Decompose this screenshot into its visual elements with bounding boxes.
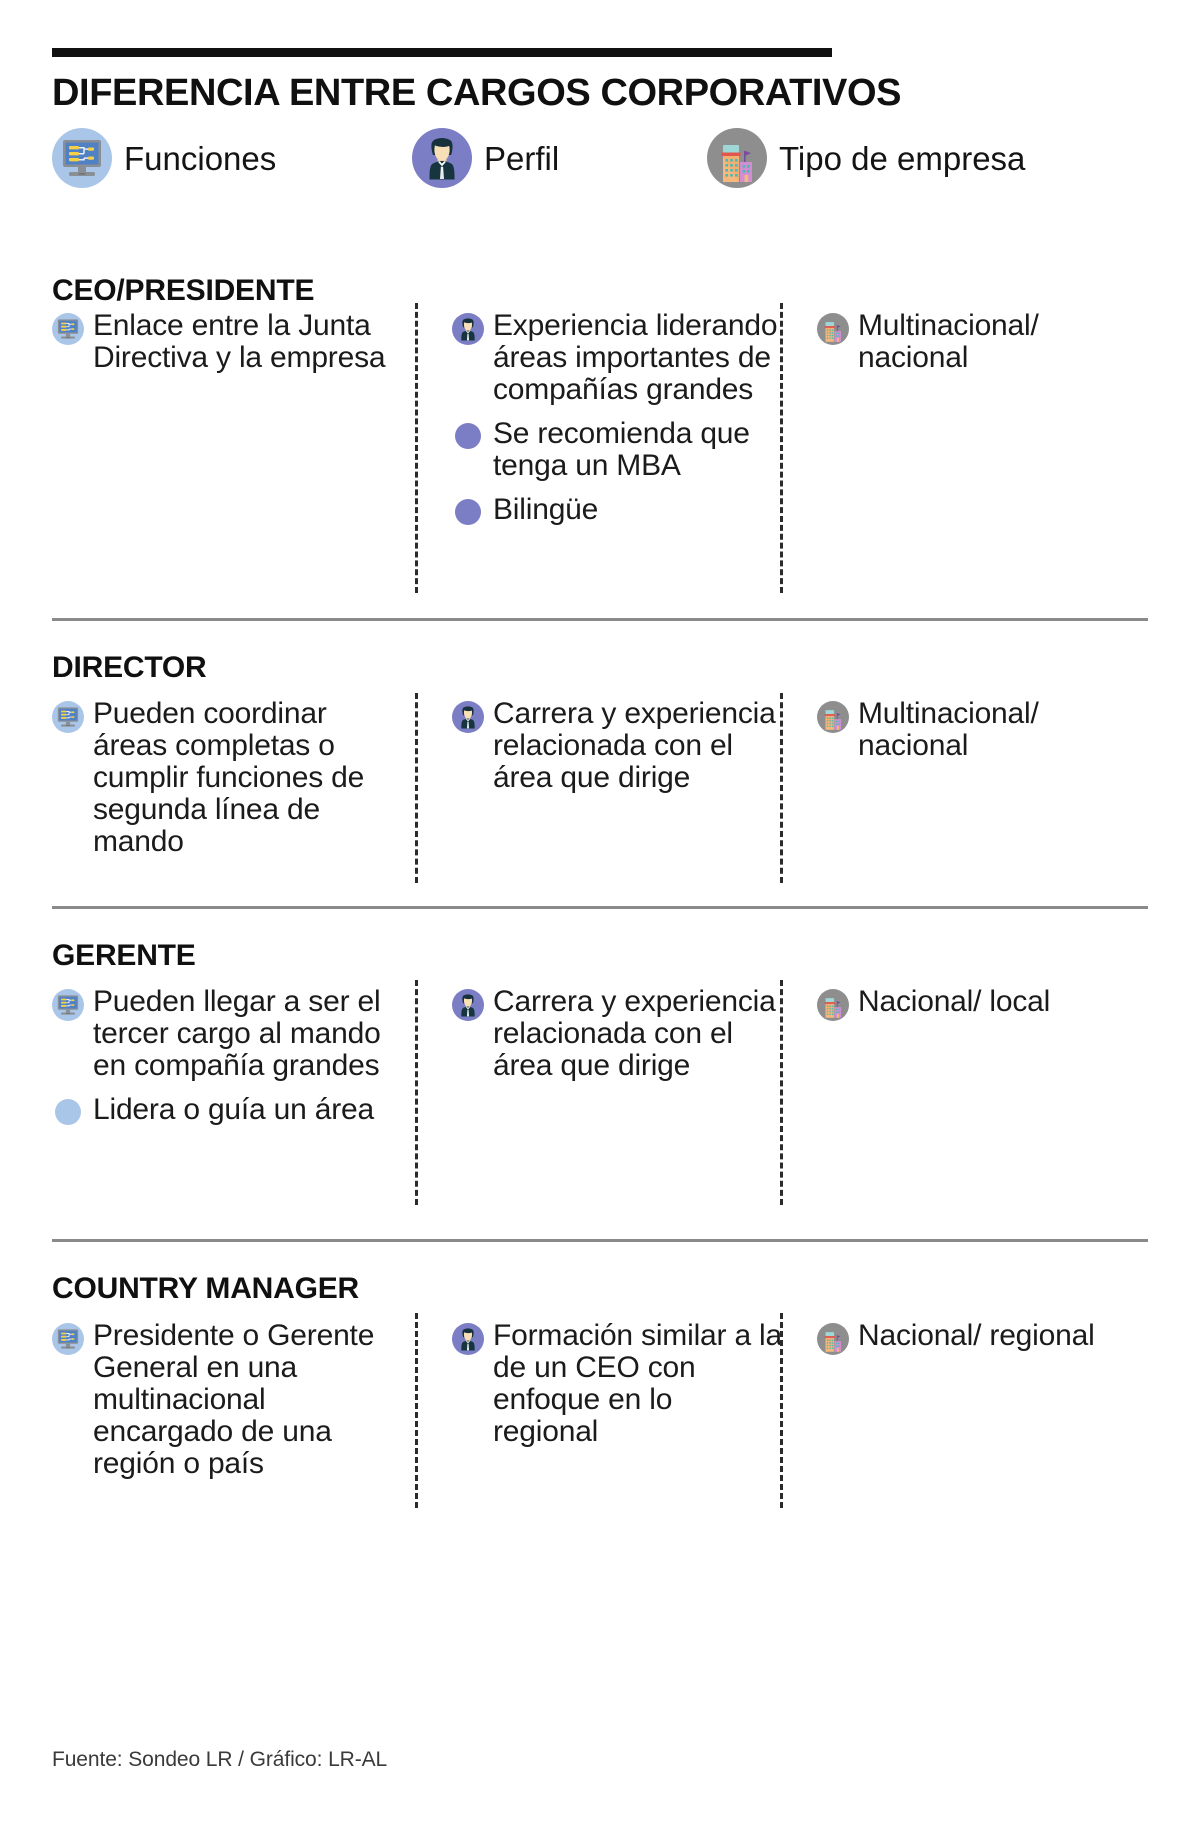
buildings-icon <box>817 989 849 1021</box>
section-columns: Pueden coordinar áreas completas o cumpl… <box>52 697 1148 858</box>
bullet-text: Carrera y experiencia relacionada con el… <box>493 697 776 795</box>
page-title: DIFERENCIA ENTRE CARGOS CORPORATIVOS <box>52 72 902 114</box>
bullet-row: Carrera y experiencia relacionada con el… <box>452 697 782 795</box>
column-separator-right <box>780 980 783 1205</box>
bullet-text: Presidente o Gerente General en una mult… <box>93 1319 375 1481</box>
legend-row: Funciones Perfil <box>52 128 1148 200</box>
bullet-row: Multinacional/ nacional <box>817 309 1147 375</box>
bullet-row: Nacional/ regional <box>817 1319 1147 1355</box>
legend-item-funciones: Funciones <box>52 128 277 189</box>
monitor-flowchart-icon <box>52 128 112 189</box>
buildings-icon <box>817 701 849 733</box>
column-separator-right <box>780 1313 783 1508</box>
column-funciones: Pueden llegar a ser el tercer cargo al m… <box>52 985 397 1138</box>
bullet-row: Se recomienda que tenga un MBA <box>452 418 782 482</box>
bullet-row: Pueden llegar a ser el tercer cargo al m… <box>52 985 397 1083</box>
bullet-row: Nacional/ local <box>817 985 1147 1021</box>
bullet-dot-funciones <box>55 1099 81 1126</box>
section-divider <box>52 618 1148 621</box>
section-title-3: GERENTE <box>52 939 196 972</box>
bullet-text: Experiencia liderando áreas importantes … <box>493 309 778 407</box>
bullet-text: Enlace entre la Junta Directiva y la emp… <box>93 309 386 375</box>
column-separator-left <box>415 1313 418 1508</box>
businessman-avatar-icon <box>452 1323 484 1355</box>
source-footer: Fuente: Sondeo LR / Gráfico: LR-AL <box>52 1748 388 1771</box>
column-perfil: Formación similar a la de un CEO con enf… <box>452 1319 783 1460</box>
bullet-row: Presidente o Gerente General en una mult… <box>52 1319 397 1481</box>
bullet-row: Carrera y experiencia relacionada con el… <box>452 985 782 1083</box>
sections-root: CEO/PRESIDENTE Enlace entre la Junta Dir… <box>52 48 1148 1848</box>
monitor-flowchart-icon <box>52 701 84 733</box>
column-perfil: Experiencia liderando áreas importantes … <box>452 309 782 539</box>
bullet-row: Enlace entre la Junta Directiva y la emp… <box>52 309 397 375</box>
businessman-avatar-icon <box>412 128 472 189</box>
bullet-row: Formación similar a la de un CEO con enf… <box>452 1319 783 1449</box>
bullet-row: Pueden coordinar áreas completas o cumpl… <box>52 697 397 859</box>
infographic-page: DIFERENCIA ENTRE CARGOS CORPORATIVOS <box>0 48 1200 1848</box>
buildings-icon <box>817 313 849 345</box>
column-funciones: Pueden coordinar áreas completas o cumpl… <box>52 697 397 870</box>
column-separator-left <box>415 303 418 593</box>
legend-label-funciones: Funciones <box>124 139 277 177</box>
bullet-text: Multinacional/ nacional <box>858 697 1039 763</box>
bullet-text: Nacional/ local <box>858 985 1051 1018</box>
top-rule <box>52 48 832 57</box>
buildings-icon <box>707 128 767 189</box>
bullet-text: Pueden coordinar áreas completas o cumpl… <box>93 697 365 859</box>
legend-label-perfil: Perfil <box>484 139 560 177</box>
section-title-2: DIRECTOR <box>52 651 207 684</box>
column-perfil: Carrera y experiencia relacionada con el… <box>452 985 782 1094</box>
monitor-flowchart-icon <box>52 989 84 1021</box>
legend-label-empresa: Tipo de empresa <box>779 139 1026 177</box>
column-funciones: Presidente o Gerente General en una mult… <box>52 1319 397 1492</box>
bullet-row: Multinacional/ nacional <box>817 697 1147 763</box>
bullet-text: Se recomienda que tenga un MBA <box>493 417 750 483</box>
bullet-text: Nacional/ regional <box>858 1319 1095 1352</box>
column-separator-left <box>415 980 418 1205</box>
monitor-flowchart-icon <box>52 313 84 345</box>
section-divider <box>52 906 1148 909</box>
bullet-text: Lidera o guía un área <box>93 1093 375 1127</box>
column-empresa: Nacional/ regional <box>817 1319 1147 1367</box>
bullet-text: Bilingüe <box>493 493 599 527</box>
buildings-icon <box>817 1323 849 1355</box>
section-columns: Enlace entre la Junta Directiva y la emp… <box>52 309 1148 526</box>
section-divider <box>52 1239 1148 1242</box>
bullet-dot-perfil <box>455 423 481 450</box>
column-empresa: Nacional/ local <box>817 985 1147 1033</box>
businessman-avatar-icon <box>452 701 484 733</box>
section-title-1: CEO/PRESIDENTE <box>52 274 315 307</box>
section-columns: Pueden llegar a ser el tercer cargo al m… <box>52 985 1148 1126</box>
column-separator-left <box>415 693 418 883</box>
monitor-flowchart-icon <box>52 1323 84 1355</box>
column-separator-right <box>780 693 783 883</box>
bullet-row: Bilingüe <box>452 494 782 526</box>
legend-item-empresa: Tipo de empresa <box>707 128 1026 189</box>
bullet-text: Carrera y experiencia relacionada con el… <box>493 985 776 1083</box>
bullet-text: Pueden llegar a ser el tercer cargo al m… <box>93 985 381 1083</box>
column-separator-right <box>780 303 783 593</box>
bullet-text: Formación similar a la de un CEO con enf… <box>493 1319 783 1449</box>
bullet-row: Experiencia liderando áreas importantes … <box>452 309 782 407</box>
column-empresa: Multinacional/ nacional <box>817 697 1147 774</box>
column-perfil: Carrera y experiencia relacionada con el… <box>452 697 782 806</box>
section-columns: Presidente o Gerente General en una mult… <box>52 1319 1148 1480</box>
bullet-dot-perfil <box>455 499 481 526</box>
bullet-row: Lidera o guía un área <box>52 1094 397 1126</box>
section-title-4: COUNTRY MANAGER <box>52 1272 360 1305</box>
column-empresa: Multinacional/ nacional <box>817 309 1147 386</box>
businessman-avatar-icon <box>452 313 484 345</box>
businessman-avatar-icon <box>452 989 484 1021</box>
column-funciones: Enlace entre la Junta Directiva y la emp… <box>52 309 397 386</box>
legend-item-perfil: Perfil <box>412 128 560 189</box>
bullet-text: Multinacional/ nacional <box>858 309 1039 375</box>
